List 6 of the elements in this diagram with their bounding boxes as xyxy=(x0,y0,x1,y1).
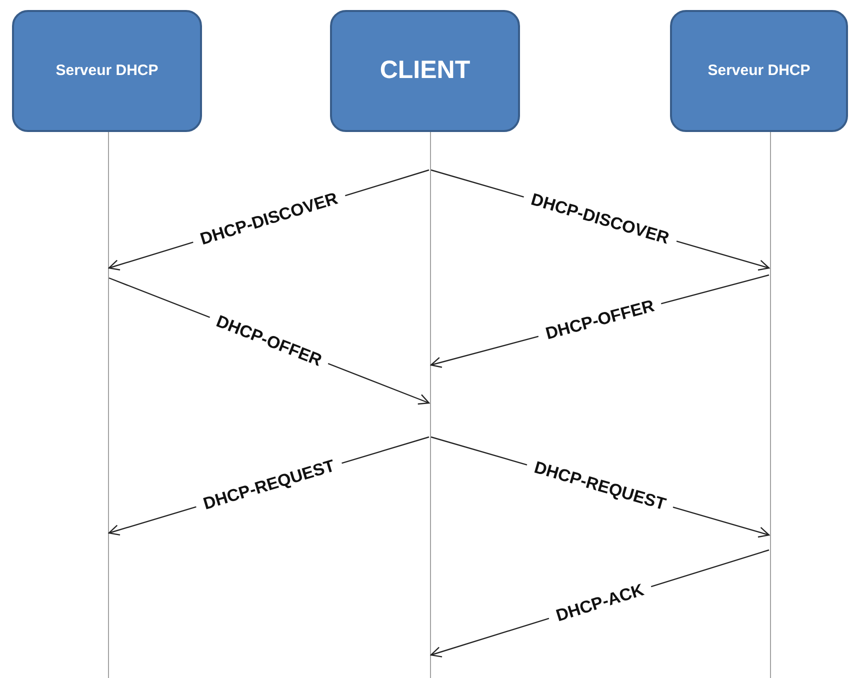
participant-label: Serveur DHCP xyxy=(708,60,810,81)
participant-label: CLIENT xyxy=(380,55,470,86)
lifeline-box xyxy=(330,10,520,132)
lifeline-box xyxy=(12,10,202,132)
lifeline-box xyxy=(670,10,848,132)
participant-label: Serveur DHCP xyxy=(56,60,158,81)
